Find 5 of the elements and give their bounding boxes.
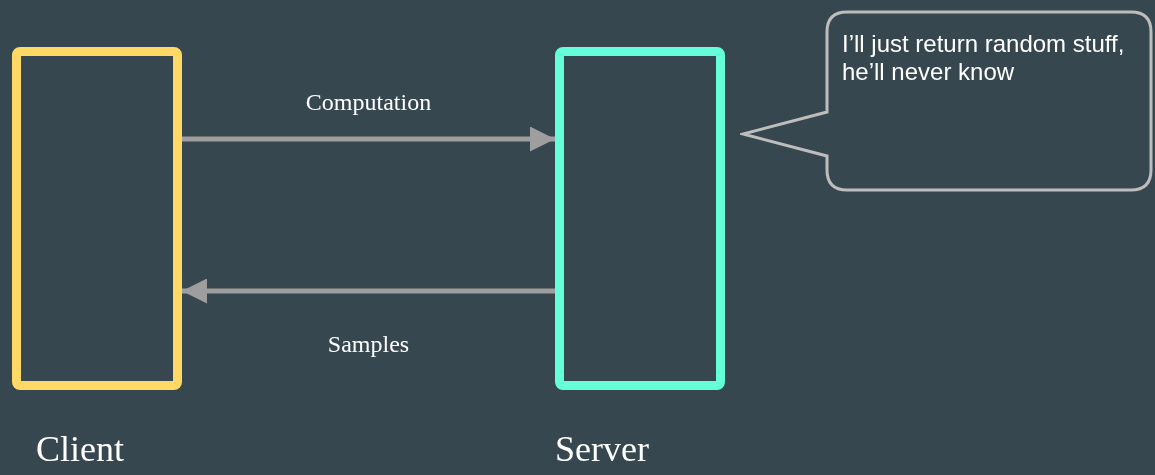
node-label: Server	[555, 431, 649, 467]
speech-text: I’ll just return random stuff, he’ll never know	[842, 30, 1126, 86]
arrow	[182, 278, 555, 304]
node-label: Client	[36, 431, 124, 467]
arrow	[182, 126, 555, 152]
